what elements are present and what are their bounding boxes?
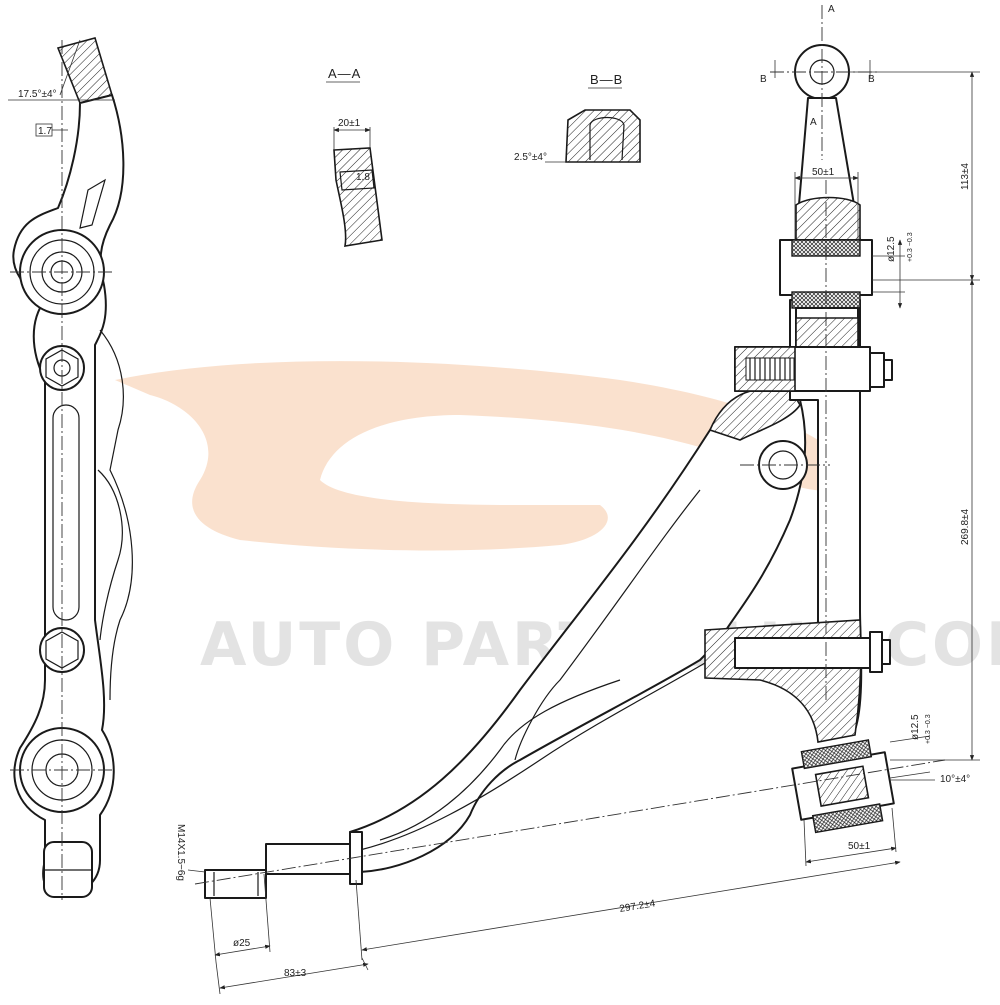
side-view-long-slot (52, 404, 80, 621)
upper-nut (45, 349, 79, 387)
dia-25-ext-l (209, 897, 217, 963)
length-297-label: 297.2±4 (619, 898, 657, 915)
section-bb: B—B 2.5°±4° (514, 72, 641, 163)
side-view-top-tip (56, 37, 114, 104)
marker-b-left: B (760, 74, 767, 85)
front-bottom-bushing-core (814, 765, 870, 808)
dia-bottom-tol: +0.3 −0.3 (925, 714, 932, 744)
marker-a-bottom: A (810, 117, 817, 128)
angle-17-label: 17.5°±4° (18, 89, 57, 100)
upper-bolt-boss (39, 345, 85, 391)
dia-bottom-label: ø12.5 (910, 714, 921, 740)
section-aa-slot (339, 169, 375, 191)
width-50-bottom-ext-l (803, 819, 807, 867)
top-eye-stem-section (795, 196, 861, 241)
thread-label: M14X1.5−6g (175, 824, 186, 881)
width-50-top-label: 50±1 (812, 167, 835, 178)
front-bottom-bushing (791, 739, 895, 834)
lower-bolt-head (869, 631, 883, 673)
width-50-bottom-label: 50±1 (848, 841, 871, 852)
front-view: A A B B 50±1 ø12.5 +0.3 −0.3 113±4 269.8… (175, 4, 980, 995)
width-20-label: 20±1 (338, 118, 361, 129)
angle-2-5-label: 2.5°±4° (514, 152, 547, 163)
section-aa-profile (333, 147, 383, 247)
upper-bolt-tip (883, 359, 893, 381)
section-aa: A—A 20±1 1.8 (326, 66, 383, 247)
thread-leader (187, 869, 206, 873)
marker-a-top: A (828, 4, 835, 15)
length-297-ext-l (355, 879, 363, 961)
length-297-dim (361, 860, 901, 952)
dia-top-tol: +0.3 −0.3 (907, 232, 914, 262)
dia-top-label: ø12.5 (886, 236, 897, 262)
front-bottom-bushing-rubber-2 (811, 803, 884, 834)
length-83-dim (219, 962, 369, 990)
angle-10-label: 10°±4° (940, 774, 970, 785)
upper-bolt-thread-lines (749, 358, 791, 380)
front-top-bushing-lower-section (795, 317, 859, 349)
front-bottom-bushing-rubber-1 (800, 739, 873, 770)
length-83-label: 83±3 (284, 968, 307, 979)
dia-25-dim (214, 944, 271, 957)
stud-shank (265, 843, 351, 875)
stud-thread (204, 869, 267, 899)
section-bb-groove (589, 116, 625, 161)
front-view-arm-rib (379, 679, 621, 841)
section-bb-title: B—B (590, 72, 623, 87)
side-view-slot (79, 178, 106, 229)
side-view: 17.5°±4° 1.7 (8, 37, 133, 900)
marker-b-right: B (868, 74, 875, 85)
front-view-arm-rib-2 (359, 659, 711, 851)
dia-25-ext-r (263, 873, 271, 953)
lower-bolt-tip (881, 639, 891, 665)
length-83-ext-r (361, 957, 369, 971)
side-view-flange (97, 469, 123, 641)
arm-long-centerline (194, 759, 946, 885)
lower-bolt-body (734, 637, 871, 669)
width-50-bottom-dim (805, 846, 897, 864)
front-view-arm (349, 391, 807, 873)
stud-thread-lines (213, 872, 259, 896)
length-83-ext-l (215, 961, 221, 995)
dia-bottom-ext (889, 735, 931, 743)
section-aa-title: A—A (328, 66, 361, 81)
front-view-arm-edge (514, 489, 701, 761)
dia-25-label: ø25 (233, 938, 251, 949)
lower-bolt-boss (39, 627, 85, 673)
watermark-logo (115, 361, 853, 551)
height-113-label: 113±4 (960, 163, 971, 190)
height-269-label: 269.8±4 (960, 508, 971, 545)
upper-nut-front (869, 352, 885, 388)
box-17-label: 1.7 (38, 126, 52, 137)
side-view-profile (99, 329, 133, 701)
watermark: AUTO PARTS CLUB.COM (115, 361, 1000, 680)
dia-bottom-ext-2 (889, 771, 931, 779)
width-50-bottom-ext-r (891, 807, 897, 853)
angle-17-ref (59, 39, 81, 96)
box-18-label: 1.8 (356, 172, 370, 183)
